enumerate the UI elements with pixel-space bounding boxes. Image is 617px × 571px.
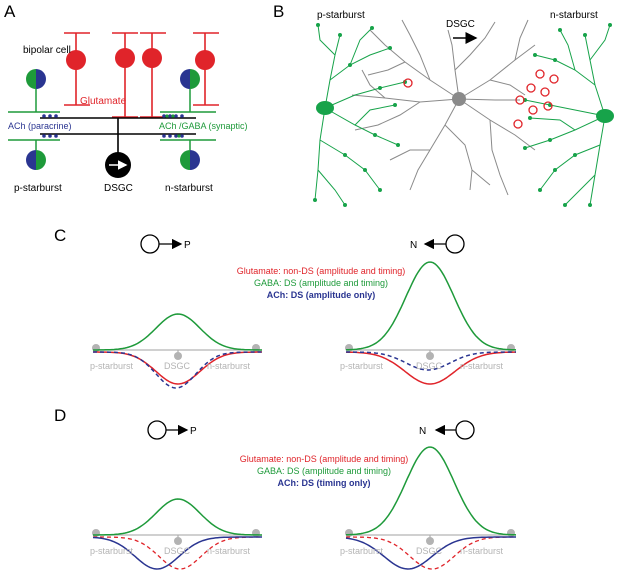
dsgc-label-c-right: DSGC	[416, 361, 443, 371]
n-starburst-label-c-right: n-starburst	[460, 361, 504, 371]
dsgc-label-d-left: DSGC	[164, 546, 191, 556]
bipolar-cell-3	[140, 32, 166, 118]
panel-d-letter: D	[54, 406, 66, 425]
n-starburst-label-b: n-starburst	[550, 10, 598, 21]
dsgc-tree	[351, 19, 536, 196]
bipolar-cell-label: bipolar cell	[23, 45, 71, 56]
n-starburst-label-a: n-starburst	[165, 183, 213, 194]
legend-gaba-d: GABA: DS (amplitude and timing)	[257, 466, 391, 476]
direction-n-c: N	[410, 240, 417, 251]
p-starburst-tree	[314, 24, 406, 206]
legend-ach-d: ACh: DS (timing only)	[278, 478, 371, 488]
legend-ach-c: ACh: DS (amplitude only)	[267, 290, 376, 300]
dsgc-dendrites	[40, 117, 196, 156]
schematic-d-left	[92, 498, 262, 570]
glutamate-label: Glutamate	[80, 96, 127, 107]
direction-p-d: P	[190, 426, 197, 437]
p-starburst-label-a: p-starburst	[14, 183, 62, 194]
p-starburst-label-b: p-starburst	[317, 10, 365, 21]
n-starburst-tree	[524, 24, 611, 206]
ach-curve-d-left	[92, 536, 262, 570]
p-starburst-label-c-left: p-starburst	[90, 361, 134, 371]
p-starburst-bottom	[8, 139, 60, 170]
legend-gaba-c: GABA: DS (amplitude and timing)	[254, 278, 388, 288]
n-starburst-label-d-right: n-starburst	[460, 546, 504, 556]
n-starburst-varicosities	[523, 23, 612, 207]
panel-c: C P N Glutamate: non-DS (amplitude and t…	[54, 226, 517, 389]
panel-b-letter: B	[273, 2, 284, 21]
p-starburst-label-c-right: p-starburst	[340, 361, 384, 371]
panel-b: B p-starburst DSGC n-starburst	[273, 2, 614, 207]
direction-p-c: P	[184, 240, 191, 251]
glutamate-curve-d-left	[93, 536, 262, 570]
ach-curve-d-right	[345, 536, 516, 570]
bipolar-cell-2	[112, 32, 138, 118]
dsgc-label-d-right: DSGC	[416, 546, 443, 556]
stimulus-spot-c-left	[140, 234, 160, 254]
dsgc-soma-b	[452, 92, 466, 106]
p-starburst-label-d-right: p-starburst	[340, 546, 384, 556]
dsgc-label-c-left: DSGC	[164, 361, 191, 371]
panel-a-letter: A	[4, 2, 16, 21]
n-starburst-label-c-left: n-starburst	[207, 361, 251, 371]
legend-glutamate-c: Glutamate: non-DS (amplitude and timing)	[237, 266, 406, 276]
stimulus-spot-c-right	[445, 234, 465, 254]
bipolar-cell-4	[193, 32, 219, 106]
ach-paracrine-label: ACh (paracrine)	[8, 121, 72, 131]
schematic-d-right	[345, 446, 517, 570]
dsgc-label-a: DSGC	[104, 183, 133, 194]
panel-c-letter: C	[54, 226, 66, 245]
schematic-c-right	[345, 261, 517, 385]
n-starburst-top	[160, 69, 216, 113]
glutamate-curve-c-right	[345, 351, 516, 385]
panel-a: A bipolar cell Glutamate	[4, 2, 248, 194]
gaba-curve-c-left	[93, 313, 262, 351]
p-starburst-soma-b	[316, 101, 334, 115]
glutamate-curve-d-right	[346, 536, 516, 570]
gaba-curve-d-left	[93, 498, 262, 536]
stimulus-spot-d-left	[147, 420, 167, 440]
legend-glutamate-d: Glutamate: non-DS (amplitude and timing)	[240, 454, 409, 464]
gaba-curve-d-right	[345, 446, 517, 536]
synapse-markers	[403, 69, 559, 129]
p-starburst-top	[8, 69, 60, 113]
ach-curve-c-left	[93, 351, 262, 389]
dsgc-soma	[105, 152, 131, 178]
bipolar-cell-1	[64, 32, 90, 106]
n-starburst-soma-b	[596, 109, 614, 123]
gaba-curve-c-right	[345, 261, 517, 351]
n-starburst-bottom	[160, 139, 216, 170]
direction-n-d: N	[419, 426, 426, 437]
n-starburst-label-d-left: n-starburst	[207, 546, 251, 556]
ach-curve-c-right	[346, 351, 516, 371]
stimulus-spot-d-right	[455, 420, 475, 440]
synapse-dots	[42, 114, 184, 138]
dsgc-label-b: DSGC	[446, 19, 475, 30]
p-starburst-label-d-left: p-starburst	[90, 546, 134, 556]
p-starburst-varicosities	[313, 23, 407, 207]
ach-gaba-label: ACh /GABA (synaptic)	[159, 121, 248, 131]
bipolar-cells	[64, 32, 219, 118]
panel-d: D P N Glutamate: non-DS (amplitude and t…	[54, 406, 517, 570]
schematic-c-left	[92, 313, 262, 389]
